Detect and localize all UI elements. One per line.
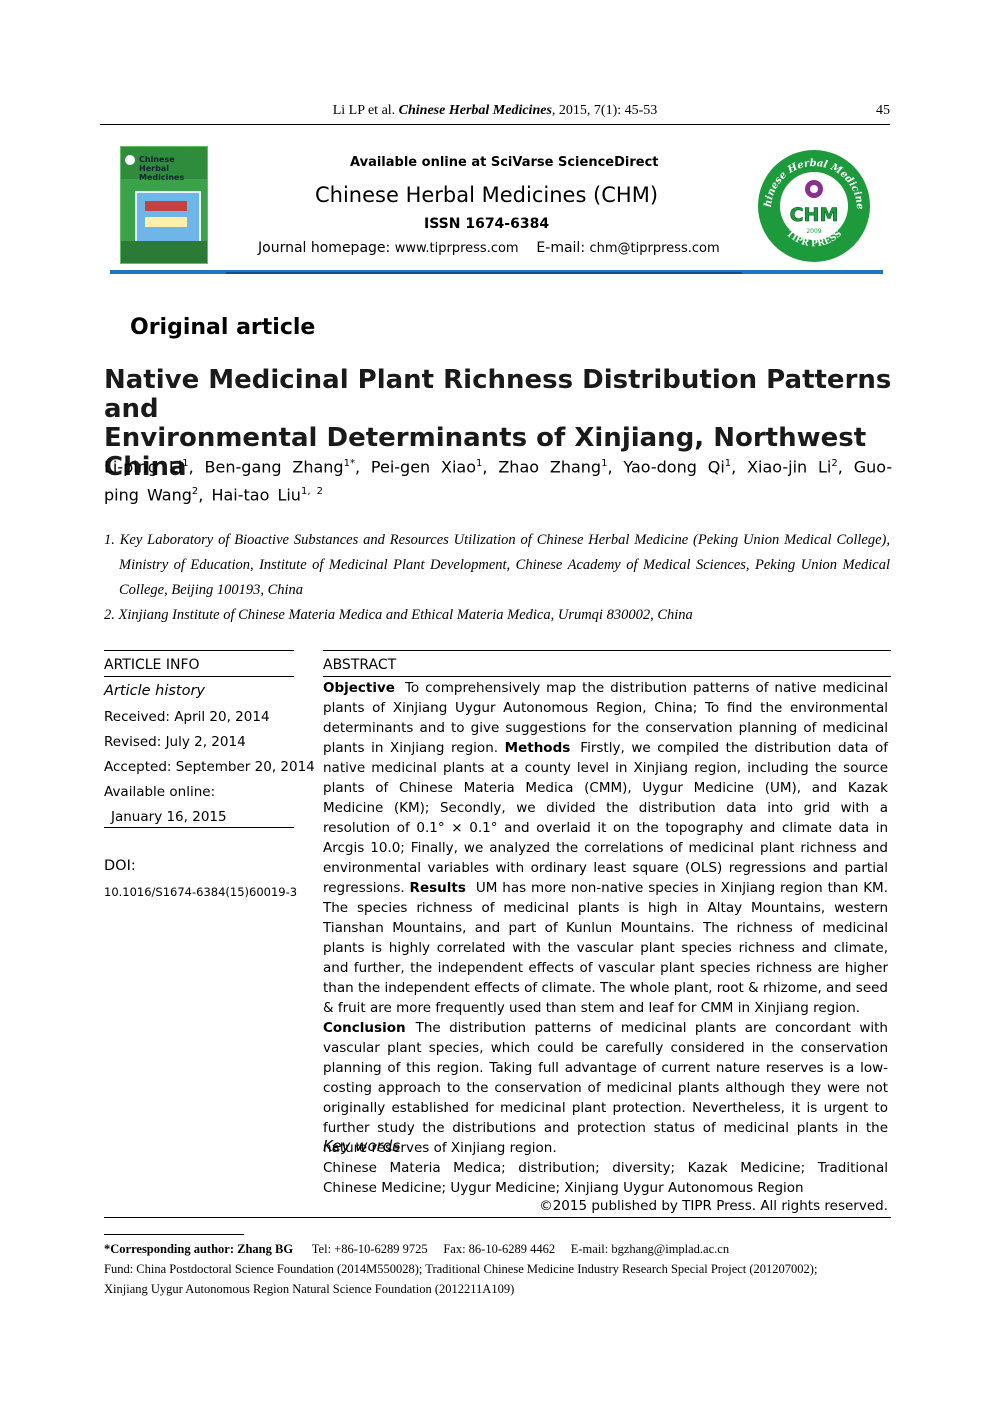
issn: ISSN 1674-6384 <box>424 216 550 232</box>
citation-volume: , 2015, 7(1): 45-53 <box>551 103 658 118</box>
methods-label: Methods <box>504 740 571 756</box>
abstract-rule-bottom <box>104 1217 891 1218</box>
article-info-heading: ARTICLE INFO <box>104 657 200 673</box>
author-affiliation-mark: 1 <box>476 458 483 469</box>
article-info-rule <box>104 676 294 677</box>
author-name: Xiao-jin Li <box>747 457 832 477</box>
author-affiliation-mark: 1 <box>182 458 189 469</box>
available-online: Available online at SciVarse ScienceDire… <box>350 155 659 170</box>
author-name: Yao-dong Qi <box>623 457 725 477</box>
funding-line-1: Fund: China Postdoctoral Science Foundat… <box>104 1262 818 1276</box>
copyright: ©2015 published by TIPR Press. All right… <box>539 1198 888 1214</box>
logo-year: 2009 <box>806 228 821 235</box>
citation: Li LP et al. Chinese Herbal Medicines, 2… <box>100 103 890 119</box>
revised-date: Revised: July 2, 2014 <box>104 734 246 750</box>
article-info-rule-bottom <box>104 827 294 828</box>
funding-line-2: Xinjiang Uygur Autonomous Region Natural… <box>104 1282 515 1296</box>
article-history-label: Article history <box>104 683 205 699</box>
cover-title: Chinese Herbal Medicines <box>139 155 185 182</box>
author-affiliation-mark: 2 <box>191 486 199 498</box>
author-name: Li-ping Li <box>104 457 183 477</box>
accepted-date: Accepted: September 20, 2014 <box>104 759 315 775</box>
author-name: Hai-tao Liu <box>211 485 301 505</box>
objective-text: To comprehensively map the distribution … <box>323 680 888 756</box>
doi-label: DOI: <box>104 858 136 874</box>
methods-text: Firstly, we compiled the distribution da… <box>323 740 888 896</box>
objective-label: Objective <box>323 680 395 696</box>
author-list: Li-ping Li1, Ben-gang Zhang1*, Pei-gen X… <box>104 457 893 505</box>
keywords-label: Key words <box>323 1137 401 1155</box>
homepage-link[interactable]: www.tiprpress.com <box>394 241 519 256</box>
logo-center-text: CHM <box>790 204 839 226</box>
footnote-rule <box>104 1234 244 1235</box>
author-affiliation-mark: 1 <box>724 458 732 469</box>
available-online-label: Available online: <box>104 784 216 800</box>
author-affiliation-mark: 1, 2 <box>300 486 324 498</box>
doi-link[interactable]: 10.1016/S1674-6384(15)60019-3 <box>104 885 298 899</box>
abstract-heading: ABSTRACT <box>323 657 397 673</box>
author-name: Pei-gen Xiao <box>370 457 477 477</box>
abstract-rule-top <box>323 650 891 651</box>
affiliations: 1. Key Laboratory of Bioactive Substance… <box>104 528 890 628</box>
results-text: UM has more non-native species in Xinjia… <box>323 880 888 1016</box>
header-rule <box>100 124 890 125</box>
journal-cover-image: Chinese Herbal Medicines <box>120 146 208 264</box>
article-info-rule-top <box>104 650 294 651</box>
conclusion-text: The distribution patterns of medicinal p… <box>323 1020 888 1156</box>
author-name: Guo-ping Wang <box>104 457 893 505</box>
keywords: Chinese Materia Medica; distribution; di… <box>323 1160 888 1196</box>
affiliation-item: 1. Key Laboratory of Bioactive Substance… <box>104 532 890 598</box>
masthead-rule-inner <box>226 272 742 274</box>
author-affiliation-mark: 2 <box>831 458 838 469</box>
citation-journal: Chinese Herbal Medicines <box>398 103 552 118</box>
chm-logo: Chinese Herbal Medicines TIPR PRESS CHM … <box>757 149 870 262</box>
journal-email-link[interactable]: chm@tiprpress.com <box>589 241 720 256</box>
article-title: Native Medicinal Plant Richness Distribu… <box>104 365 892 482</box>
corresponding-author: *Corresponding author: Zhang BG Tel: +86… <box>104 1242 730 1256</box>
citation-authors: Li LP et al. <box>332 103 396 118</box>
author-affiliation-mark: 1 <box>601 458 608 469</box>
author-affiliation-mark: 1* <box>343 458 355 469</box>
journal-title: Chinese Herbal Medicines (CHM) <box>315 183 659 207</box>
affiliation-item: 2. Xinjiang Institute of Chinese Materia… <box>104 607 693 623</box>
author-name: Ben-gang Zhang <box>204 457 344 477</box>
author-name: Zhao Zhang <box>498 457 602 477</box>
received-date: Received: April 20, 2014 <box>104 709 270 725</box>
page-number: 45 <box>876 103 890 118</box>
abstract-rule <box>323 676 891 677</box>
author-email[interactable]: E-mail: bgzhang@implad.ac.cn <box>570 1242 730 1256</box>
journal-homepage: Journal homepage: www.tiprpress.com E-ma… <box>258 240 720 256</box>
results-label: Results <box>409 880 466 896</box>
conclusion-label: Conclusion <box>323 1020 406 1036</box>
article-type: Original article <box>130 315 316 340</box>
available-online-date: January 16, 2015 <box>111 809 227 825</box>
